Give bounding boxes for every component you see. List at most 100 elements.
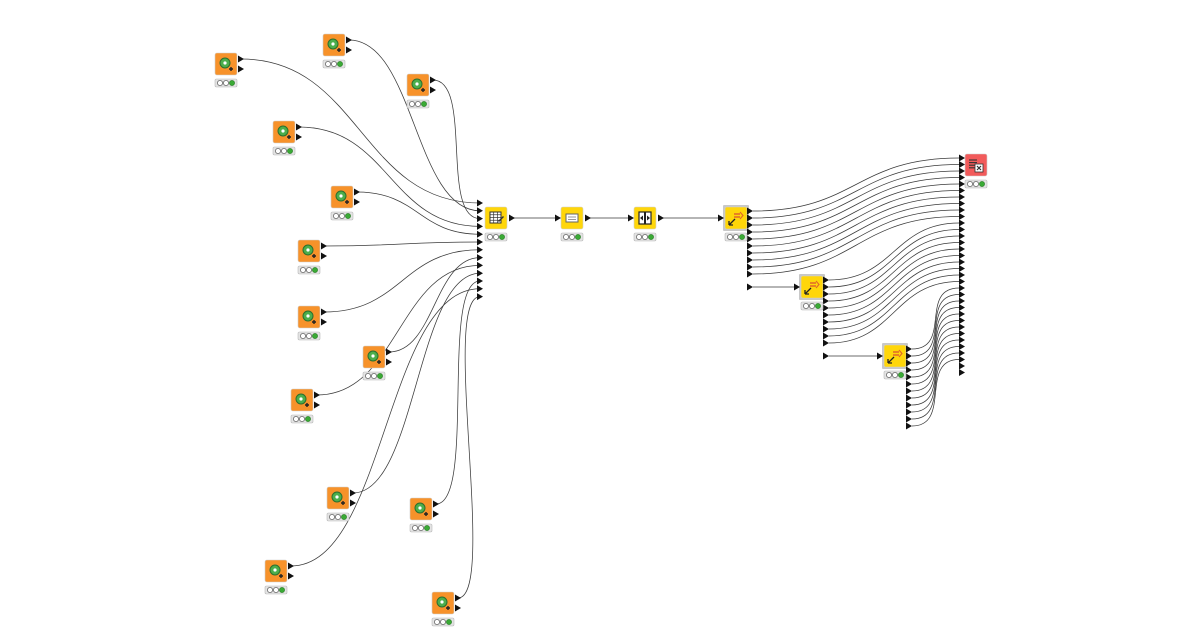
connection-src-1[interactable] <box>240 58 481 204</box>
output-port[interactable] <box>433 500 439 508</box>
input-port[interactable] <box>959 369 965 376</box>
connection-splitter-1-out-1[interactable] <box>752 157 960 212</box>
output-port[interactable] <box>823 290 829 298</box>
output-port[interactable] <box>354 198 360 206</box>
node-src-5[interactable] <box>330 185 354 209</box>
output-port[interactable] <box>906 352 912 360</box>
connection-splitter-2-out-7[interactable] <box>828 261 960 323</box>
input-port[interactable] <box>959 187 965 194</box>
input-port[interactable] <box>477 238 483 246</box>
output-port[interactable] <box>296 123 302 131</box>
output-port[interactable] <box>823 311 829 319</box>
connection-splitter-3-out-10[interactable] <box>911 346 960 413</box>
connection-splitter-2-out-2[interactable] <box>828 229 960 288</box>
output-port[interactable] <box>321 318 327 326</box>
connection-splitter-1-out-8[interactable] <box>752 203 960 261</box>
output-port[interactable] <box>430 76 436 84</box>
node-src-3[interactable] <box>406 73 430 97</box>
node-src-9[interactable] <box>290 388 314 412</box>
connection-splitter-1-out-5[interactable] <box>752 183 960 240</box>
input-port[interactable] <box>959 297 965 305</box>
output-port[interactable] <box>314 401 320 409</box>
connection-src-12[interactable] <box>290 288 481 567</box>
input-port[interactable] <box>794 283 800 291</box>
output-port[interactable] <box>509 214 515 222</box>
input-port[interactable] <box>959 349 965 357</box>
connection-src-7[interactable] <box>323 249 481 313</box>
input-port[interactable] <box>477 293 483 301</box>
node-column-op[interactable] <box>633 206 657 230</box>
connection-splitter-3-out-4[interactable] <box>911 307 960 371</box>
connection-splitter-3-out-9[interactable] <box>911 339 960 406</box>
connection-splitter-1-out-9[interactable] <box>752 209 960 268</box>
input-port[interactable] <box>959 343 965 350</box>
node-body[interactable] <box>800 275 824 299</box>
output-port[interactable] <box>386 358 392 366</box>
node-src-13[interactable] <box>431 591 455 615</box>
node-excel-writer[interactable] <box>964 153 988 177</box>
input-port[interactable] <box>959 271 965 279</box>
output-port[interactable] <box>321 252 327 260</box>
input-port[interactable] <box>477 254 483 262</box>
output-port[interactable] <box>386 348 392 356</box>
connection-splitter-3-out-8[interactable] <box>911 333 960 399</box>
input-port[interactable] <box>877 352 883 360</box>
output-port[interactable] <box>296 133 302 141</box>
connection-splitter-2-out-1[interactable] <box>828 222 960 281</box>
output-port[interactable] <box>823 339 829 347</box>
connection-splitter-2-out-3[interactable] <box>828 235 960 295</box>
input-port[interactable] <box>959 278 965 285</box>
output-port[interactable] <box>906 359 912 367</box>
input-port[interactable] <box>477 246 483 254</box>
input-port[interactable] <box>959 226 965 233</box>
input-port[interactable] <box>959 291 965 298</box>
input-port[interactable] <box>959 336 965 344</box>
connection-splitter-3-out-7[interactable] <box>911 326 960 392</box>
connection-splitter-1-out-7[interactable] <box>752 196 960 254</box>
node-body[interactable] <box>883 344 907 368</box>
input-port[interactable] <box>959 200 965 207</box>
connection-splitter-1-out-6[interactable] <box>752 190 960 247</box>
node-splitter-2[interactable] <box>799 274 825 300</box>
connection-src-2[interactable] <box>348 39 481 212</box>
output-port[interactable] <box>747 214 753 222</box>
output-port[interactable] <box>455 604 461 612</box>
connection-splitter-1-out-4[interactable] <box>752 177 960 233</box>
input-port[interactable] <box>959 239 965 246</box>
connection-src-4[interactable] <box>298 126 481 227</box>
connection-src-3[interactable] <box>432 79 481 219</box>
output-port[interactable] <box>747 235 753 243</box>
input-port[interactable] <box>959 219 965 227</box>
connection-splitter-2-out-10[interactable] <box>828 281 960 344</box>
output-port[interactable] <box>321 308 327 316</box>
input-port[interactable] <box>959 154 965 162</box>
output-port[interactable] <box>430 86 436 94</box>
output-port[interactable] <box>314 391 320 399</box>
connection-splitter-2-out-9[interactable] <box>828 274 960 337</box>
input-port[interactable] <box>477 215 483 223</box>
output-port[interactable] <box>906 394 912 402</box>
node-src-10[interactable] <box>326 486 350 510</box>
output-port[interactable] <box>906 366 912 374</box>
output-port[interactable] <box>238 65 244 73</box>
output-port[interactable] <box>823 332 829 340</box>
input-port[interactable] <box>477 222 483 230</box>
output-port[interactable] <box>288 572 294 580</box>
connection-src-5[interactable] <box>356 191 481 235</box>
node-concatenate[interactable] <box>484 206 508 230</box>
input-port[interactable] <box>959 362 965 370</box>
output-port[interactable] <box>585 214 591 222</box>
output-port[interactable] <box>906 345 912 353</box>
output-port[interactable] <box>350 499 356 507</box>
output-port[interactable] <box>321 242 327 250</box>
node-src-12[interactable] <box>264 559 288 583</box>
input-port[interactable] <box>959 317 965 324</box>
output-port[interactable] <box>823 318 829 326</box>
input-port[interactable] <box>959 252 965 259</box>
connection-splitter-3-extra-1[interactable] <box>911 352 960 420</box>
input-port[interactable] <box>477 277 483 285</box>
input-port[interactable] <box>477 207 483 215</box>
output-port[interactable] <box>747 270 753 278</box>
node-body[interactable] <box>724 206 748 230</box>
input-port[interactable] <box>477 199 483 207</box>
